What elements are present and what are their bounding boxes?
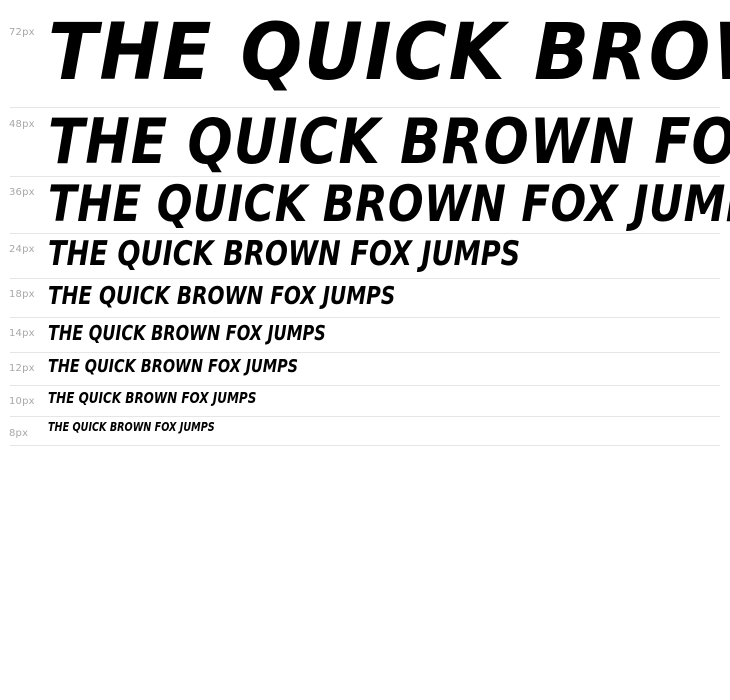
size-label: 72px (9, 27, 35, 38)
specimen-row-36px: 36px THE QUICK BROWN FOX JUMPS (9, 177, 730, 234)
specimen-row-14px: 14px THE QUICK BROWN FOX JUMPS (9, 318, 720, 353)
sample-text: THE QUICK BROWN FOX JUMPS (48, 356, 298, 377)
sample-text: THE QUICK BROWN FOX JUMPS (48, 389, 257, 407)
size-label: 8px (9, 428, 29, 439)
size-label: 10px (9, 396, 35, 407)
specimen-row-8px: 8px THE QUICK BROWN FOX JUMPS (9, 417, 720, 446)
sample-text: THE QUICK BROWN FOX JUMPS (48, 175, 730, 233)
specimen-row-12px: 12px THE QUICK BROWN FOX JUMPS (9, 353, 720, 386)
specimen-row-10px: 10px THE QUICK BROWN FOX JUMPS (9, 386, 720, 417)
size-label: 36px (9, 187, 35, 198)
size-label: 12px (9, 363, 35, 374)
sample-text: THE QUICK BROWN FOX JUMPS (48, 8, 730, 98)
specimen-row-48px: 48px THE QUICK BROWN FOX JUMPS (9, 108, 730, 177)
sample-text: THE QUICK BROWN FOX JUMPS (48, 105, 730, 178)
specimen-row-24px: 24px THE QUICK BROWN FOX JUMPS (9, 234, 720, 279)
size-label: 18px (9, 289, 35, 300)
size-label: 24px (9, 244, 35, 255)
specimen-row-18px: 18px THE QUICK BROWN FOX JUMPS (9, 279, 720, 318)
sample-text: THE QUICK BROWN FOX JUMPS (48, 420, 215, 434)
sample-text: THE QUICK BROWN FOX JUMPS (48, 321, 326, 345)
size-label: 14px (9, 328, 35, 339)
size-label: 48px (9, 119, 35, 130)
sample-text: THE QUICK BROWN FOX JUMPS (48, 234, 521, 274)
font-size-specimen: 72px THE QUICK BROWN FOX JUMPS 48px THE … (9, 0, 730, 446)
specimen-row-72px: 72px THE QUICK BROWN FOX JUMPS (9, 0, 730, 108)
sample-text: THE QUICK BROWN FOX JUMPS (48, 281, 396, 310)
